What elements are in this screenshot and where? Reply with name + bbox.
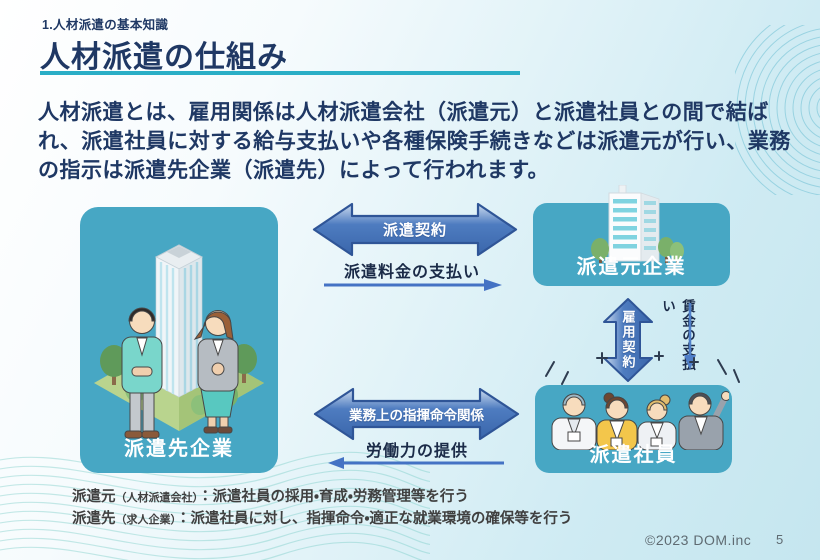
labor-provision-label: 労働力の提供 — [365, 443, 468, 460]
left-arrow-icon — [328, 457, 504, 469]
title-underline — [40, 71, 520, 75]
vertical-double-arrow-icon — [603, 298, 653, 382]
note-term: 派遣元 — [72, 489, 116, 505]
dispatch-contract-label: 派遣契約 — [382, 222, 447, 239]
client-building-illustration — [94, 244, 264, 439]
staff-label: 派遣社員 — [589, 444, 678, 466]
client-company-box: 派遣先企業 — [80, 207, 278, 473]
intro-paragraph: 人材派遣とは、雇用関係は人材派遣会社（派遣元）と派遣社員との間で結ばれ、派遣社員… — [38, 101, 791, 182]
copyright-text: ©2023 DOM.inc — [645, 532, 752, 548]
command-relation-label: 業務上の指揮命令関係 — [349, 408, 484, 423]
agency-box: 派遣元企業 — [533, 185, 730, 286]
agency-building-illustration — [591, 185, 684, 265]
section-label: 1.人材派遣の基本知識 — [42, 18, 169, 32]
note-client-company: 派遣先（求人企業）：派遣社員に対し、指揮命令・適正な就業環境の確保等を行う — [72, 509, 572, 531]
staff-box: 派遣社員 — [535, 385, 732, 473]
employment-contract-arrow: 雇用契約 — [602, 297, 654, 383]
notes-block: 派遣元（人材派遣会社）：派遣社員の採用・育成・労務管理等を行う 派遣先（求人企業… — [72, 487, 572, 530]
double-headed-arrow-icon — [313, 387, 520, 441]
staff-group-illustration — [551, 391, 729, 450]
note-qualifier: （人材派遣会社） — [115, 492, 199, 504]
dispatch-contract-arrow: 派遣契約 — [312, 201, 518, 258]
page-title: 人材派遣の仕組み — [40, 41, 288, 74]
note-desc: ：派遣社員に対し、指揮命令・適正な就業環境の確保等を行う — [176, 510, 573, 527]
dispatch-fee-label: 派遣料金の支払い — [343, 264, 480, 281]
right-arrow-icon — [324, 279, 502, 291]
agency-label: 派遣元企業 — [576, 256, 687, 278]
page-number: 5 — [776, 532, 784, 547]
note-dispatch-agency: 派遣元（人材派遣会社）：派遣社員の採用・育成・労務管理等を行う — [72, 487, 572, 509]
command-relation-arrow: 業務上の指揮命令関係 — [313, 386, 520, 442]
note-term: 派遣先 — [72, 510, 116, 527]
client-company-label: 派遣先企業 — [124, 438, 234, 460]
note-desc: ：派遣社員の採用・育成・労務管理等を行う — [198, 489, 469, 505]
note-qualifier: （求人企業） — [115, 513, 177, 526]
employment-contract-label: 雇用契約 — [620, 310, 636, 370]
double-headed-arrow-icon — [312, 202, 518, 257]
down-arrow-icon — [684, 303, 696, 370]
